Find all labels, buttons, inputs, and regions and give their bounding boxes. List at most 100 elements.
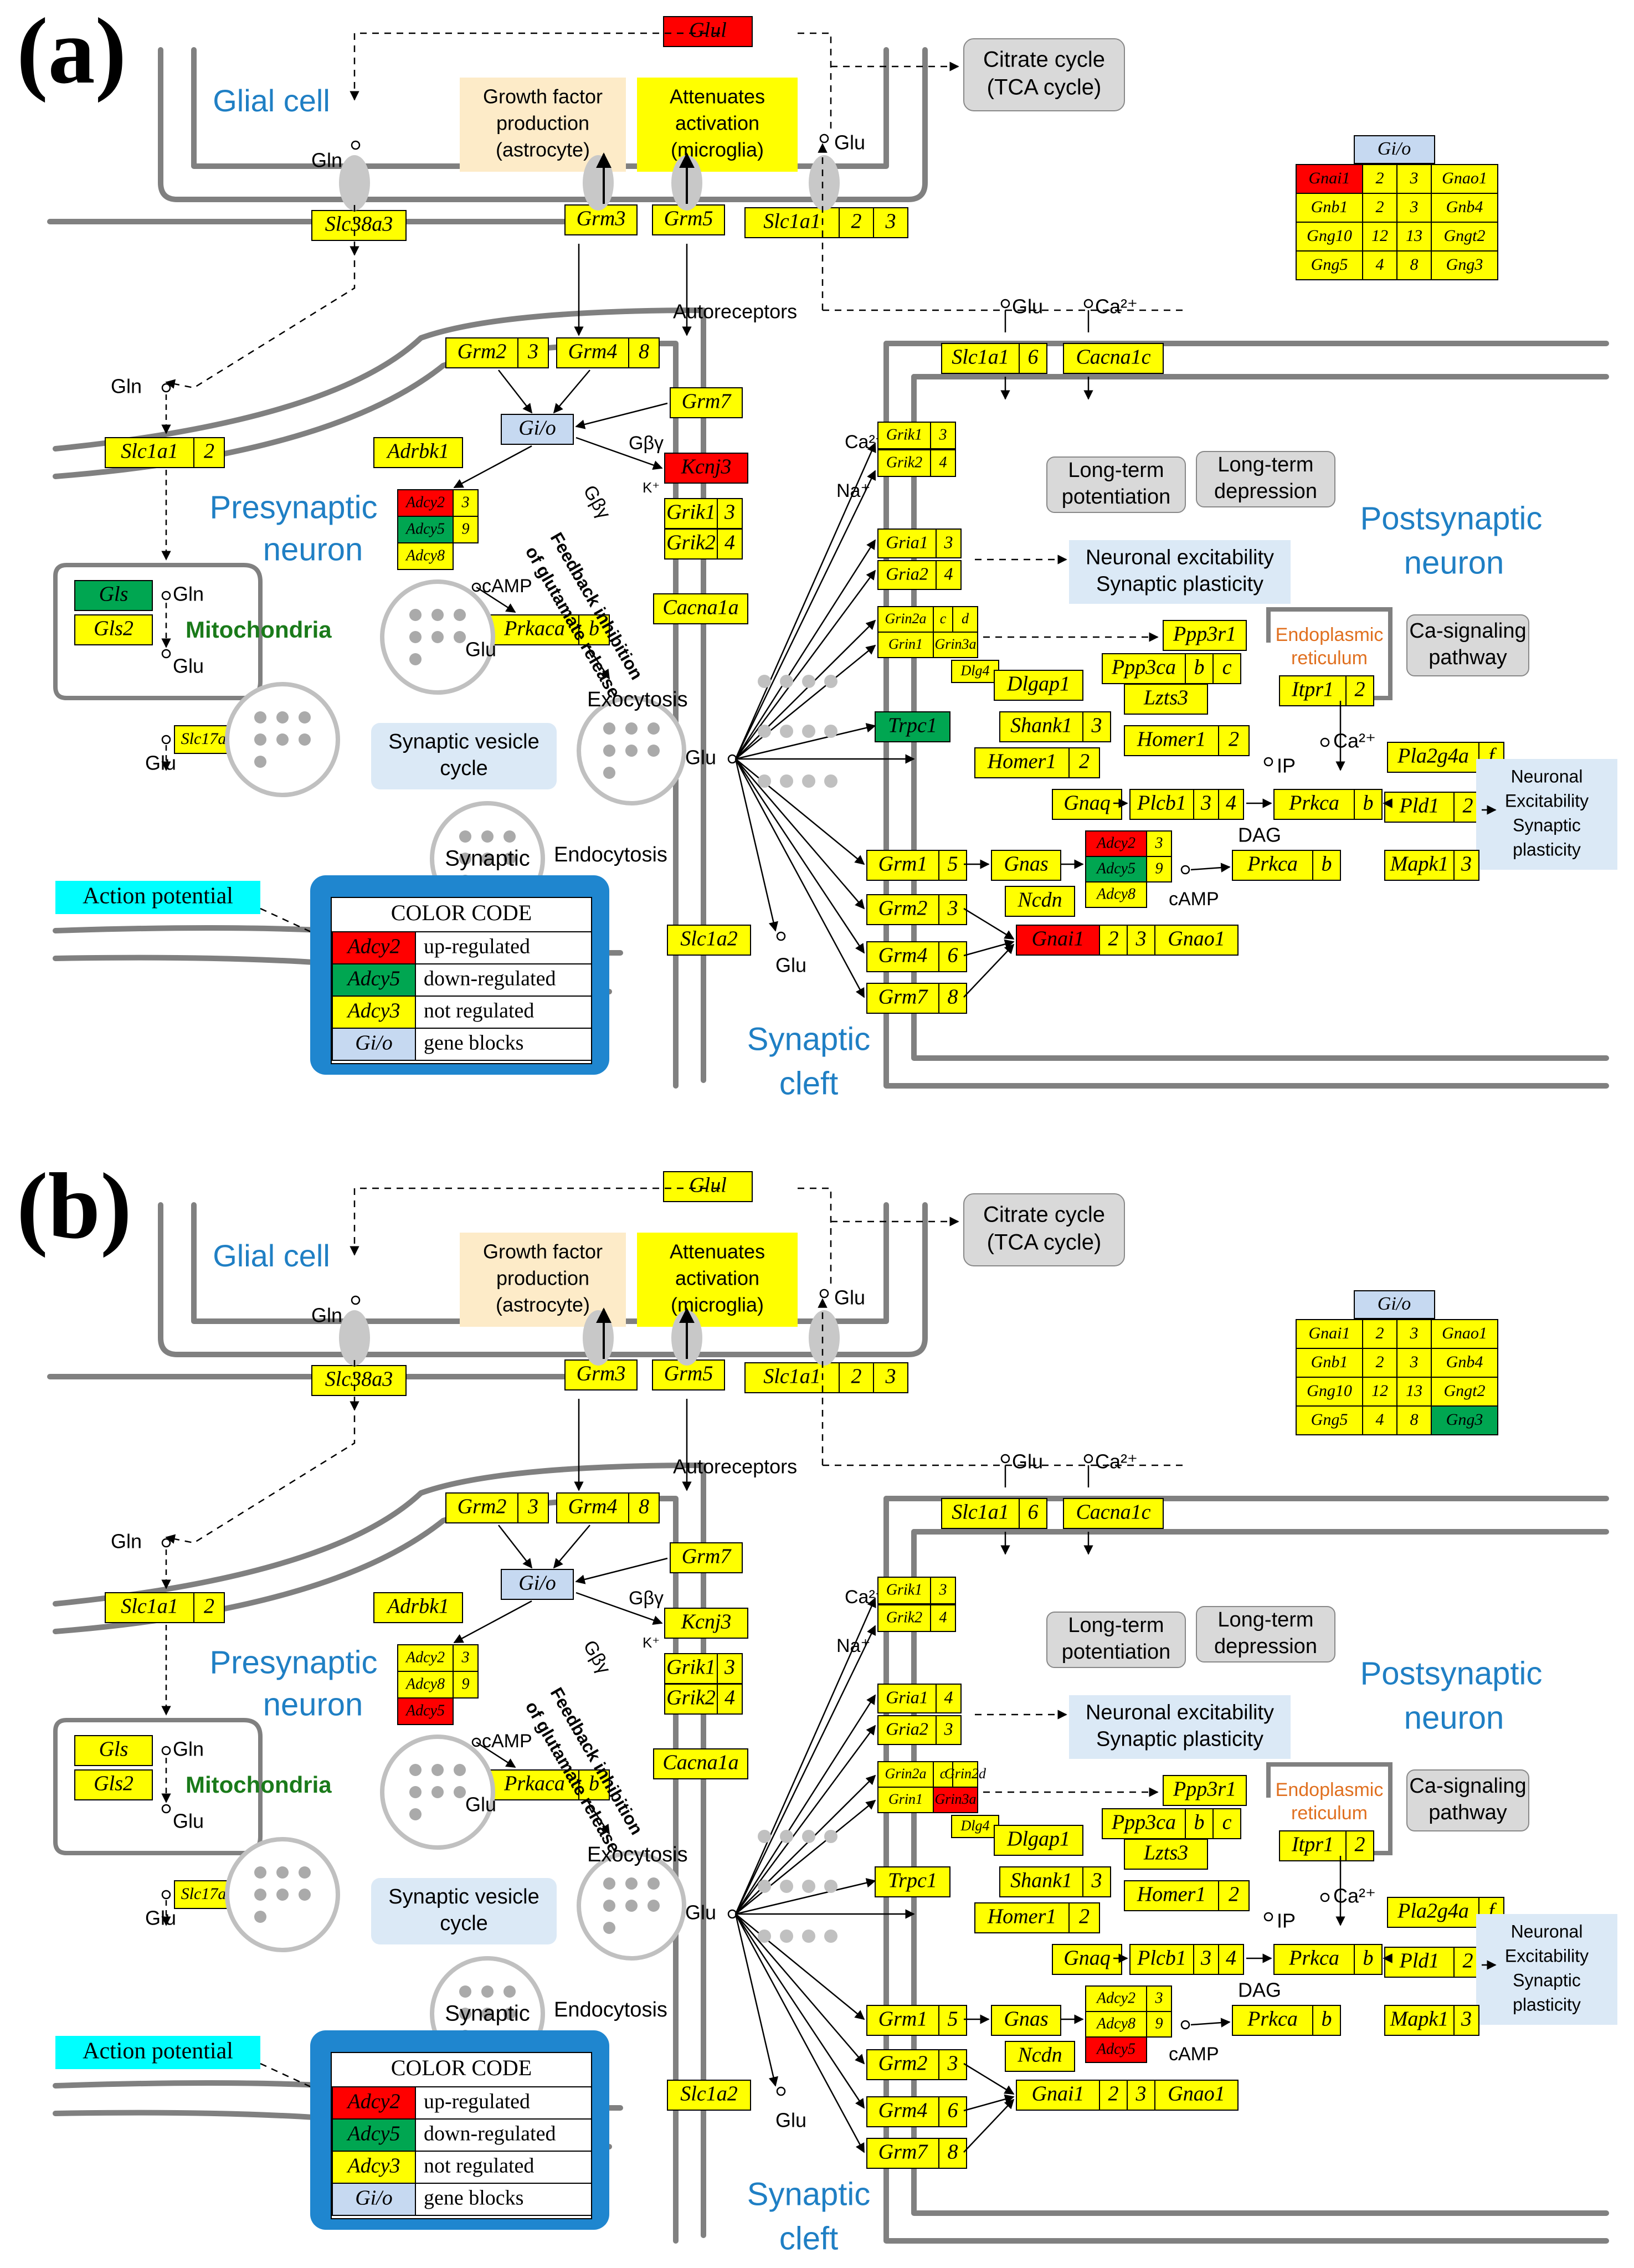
gene-cell	[1218, 789, 1244, 820]
ligand-marker	[1263, 1912, 1273, 1922]
glutamate-arrow	[734, 1725, 876, 1915]
ligand-marker	[161, 649, 171, 659]
ca-signaling-box-label: Ca-signaling	[1409, 1774, 1526, 1798]
ltp-box-box	[1046, 1612, 1186, 1668]
camp-prkaca	[476, 1741, 516, 1768]
gene-cell	[1345, 675, 1374, 706]
glutamate-arrow	[734, 1913, 865, 2109]
vesicle-dot	[603, 722, 615, 735]
gene-name: Adcy5	[1096, 2040, 1135, 2057]
ligand-label: Gln	[311, 149, 342, 172]
gene-name: Gnao1	[1168, 2082, 1225, 2106]
gene-cell	[1354, 789, 1383, 820]
gene-cell	[1052, 1944, 1122, 1975]
synaptic-vesicle-label: Synaptic	[445, 2002, 530, 2026]
gene-name: 3	[1461, 853, 1472, 876]
legend-text-cell	[415, 963, 592, 997]
gene-name: Itpr1	[1291, 678, 1334, 701]
ligand-marker	[1320, 737, 1330, 747]
gene-cell	[1129, 789, 1194, 820]
er-label-1: Endoplasmic	[1276, 624, 1384, 645]
gene-name: 9	[462, 1675, 470, 1692]
gene-name: 2	[1229, 1883, 1239, 1906]
postsynaptic-label-2: neuron	[1404, 545, 1504, 581]
gene-name: 9	[462, 520, 470, 537]
gene-cell	[938, 2005, 967, 2036]
glu-label-mito: Glu	[145, 752, 176, 774]
dlg4-gene: Dlg4	[951, 660, 999, 683]
gene-name: 3	[1155, 834, 1163, 851]
gene-cell	[193, 1592, 225, 1623]
gbg-label: Gβγ	[579, 481, 614, 522]
gene-cell	[1085, 2036, 1147, 2063]
gene-name: Gng3	[1446, 1410, 1483, 1429]
gene-cell	[717, 498, 743, 529]
action-potential-label: Action potential	[83, 2039, 233, 2064]
growth-factor-box-label: Growth factor	[483, 85, 603, 108]
vesicle-dot	[299, 1889, 311, 1901]
gene-cell	[1005, 886, 1075, 917]
gene-cell	[74, 1769, 153, 1800]
gene-name: Adcy8	[1096, 2015, 1135, 2032]
gene-name: Gnao1	[1442, 169, 1487, 187]
gene-name: Adcy5	[405, 520, 445, 537]
glul-dashed	[350, 32, 720, 101]
grm7-pre-gene: Grm7	[670, 387, 743, 418]
grm7-gnai	[963, 2098, 1015, 2153]
ligand-marker	[161, 591, 171, 601]
gene-name: 3	[947, 2052, 958, 2075]
ligand-label: Glu	[1012, 1450, 1043, 1473]
glutamate-dot	[780, 1830, 793, 1843]
gene-cell	[667, 2080, 751, 2111]
ligand-marker	[819, 134, 829, 143]
gene-name: Adcy5	[1096, 860, 1135, 877]
gene-cell	[1279, 675, 1347, 706]
channel-pore	[339, 155, 370, 211]
postsyn-inner	[911, 1529, 1609, 2216]
gene-name: Slc1a1	[952, 1501, 1009, 1524]
panel-letter: (b)	[17, 1154, 132, 1258]
vesicle-dot	[603, 767, 615, 779]
channel-pore	[339, 1310, 370, 1366]
gene-cell	[1296, 193, 1363, 223]
dlg4-gene: Dlg4	[951, 1815, 999, 1838]
glutamate-dot	[758, 675, 771, 688]
glutamate-dot	[780, 725, 793, 738]
dag-label: DAG	[1238, 824, 1281, 846]
glu-vesicle-label: Glu	[465, 638, 496, 661]
vesicle-dot	[454, 609, 466, 621]
gene-name: Adcy2	[1096, 834, 1135, 851]
gene-name: Grm2	[458, 340, 507, 363]
gene-cell	[1431, 1348, 1498, 1378]
gene-cell	[952, 1761, 978, 1788]
gene-name: Grm2	[458, 1495, 507, 1518]
action-potential-label: Action potential	[83, 884, 233, 909]
vesicle-dot	[409, 1764, 422, 1776]
gene-cell	[1396, 1348, 1432, 1378]
slc38a3-gene: Slc38a3	[311, 1365, 407, 1396]
gene-cell	[717, 528, 743, 560]
postsyn-outer	[883, 341, 1609, 1089]
gene-cell	[936, 528, 962, 558]
neuronal-excitability-box-label: plasticity	[1513, 1994, 1581, 2014]
glutamate-dot	[824, 1930, 837, 1943]
glutamate-arrow	[734, 470, 876, 760]
gene-cell	[397, 1644, 454, 1672]
glutamate-dot	[780, 1930, 793, 1943]
gene-cell	[1154, 2080, 1239, 2111]
vesicle-dot	[503, 2008, 516, 2020]
grm4-gnai	[963, 939, 1015, 957]
vesicle-dot	[459, 853, 471, 865]
citrate-cycle-box-box	[963, 38, 1125, 111]
gene-name: 3	[1200, 792, 1211, 815]
gene-cell	[933, 606, 953, 633]
gene-cell	[1218, 725, 1250, 756]
prkaca-exo	[586, 1800, 610, 1835]
gene-name: Mapk1	[1390, 2008, 1449, 2031]
